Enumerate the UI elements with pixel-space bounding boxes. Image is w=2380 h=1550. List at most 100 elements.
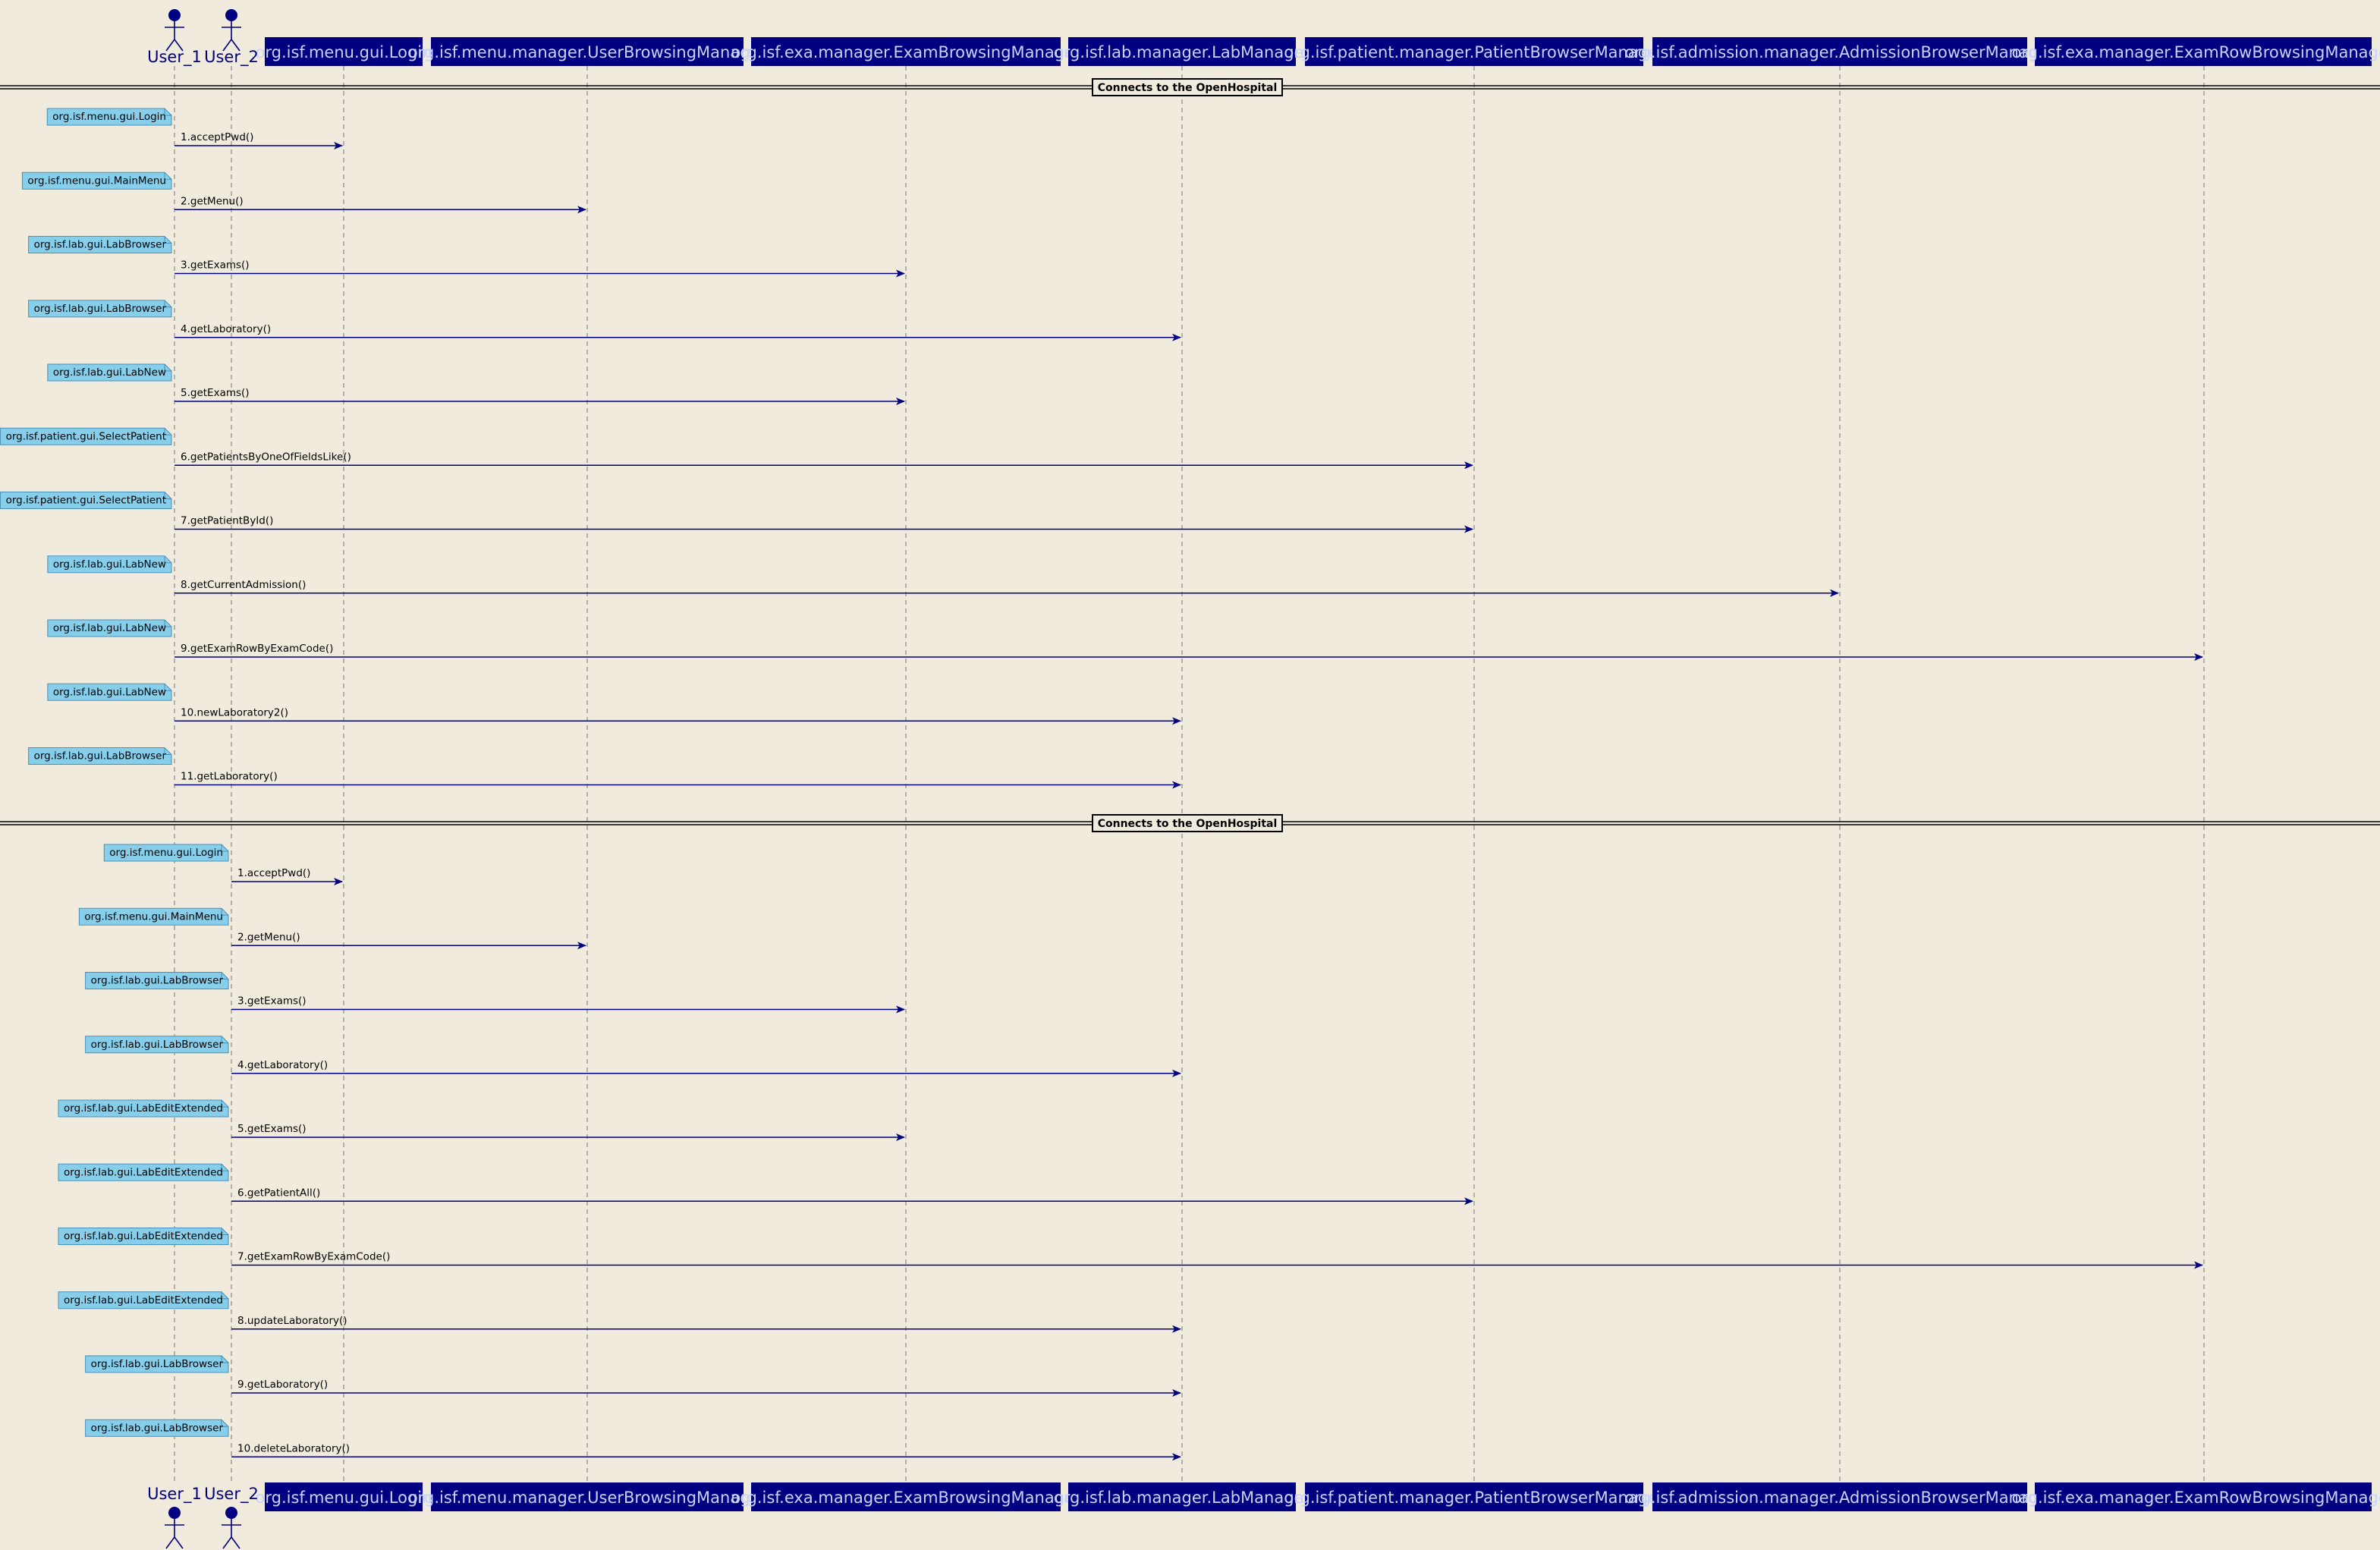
note-text: org.isf.lab.gui.LabBrowser (34, 750, 167, 762)
note-text: org.isf.menu.gui.MainMenu (27, 174, 166, 187)
message-label: 10.deleteLaboratory() (237, 1442, 350, 1454)
note-text: org.isf.lab.gui.LabBrowser (91, 975, 224, 987)
note-box (85, 1419, 229, 1437)
note-box (21, 171, 172, 190)
participant-label: org.isf.exa.manager.ExamBrowsingManager (731, 43, 1081, 61)
actor-body (165, 21, 184, 52)
participant-label: org.isf.menu.manager.UserBrowsingManager (408, 1489, 767, 1507)
participant-box (431, 1482, 744, 1511)
lifelines (174, 66, 2205, 1482)
note-text: org.isf.lab.gui.LabEditExtended (64, 1166, 223, 1178)
message-label: 3.getExams() (181, 259, 250, 272)
participant-label: org.isf.exa.manager.ExamRowBrowsingManag… (2012, 43, 2380, 61)
message-label: 6.getPatientsByOneOfFieldsLike() (181, 451, 351, 463)
message-1-7: org.isf.patient.gui.SelectPatient 7.getPa… (0, 492, 1473, 533)
message-2-3: org.isf.lab.gui.LabBrowser 3.getExams() (85, 972, 905, 1014)
message-label: 4.getLaboratory() (181, 323, 271, 335)
message-label: 5.getExams() (237, 1123, 307, 1135)
actor-u2-bottom: User_2 (204, 1485, 259, 1549)
actor-label: User_2 (204, 1485, 259, 1504)
message-2-8: org.isf.lab.gui.LabEditExtended8.updateL… (58, 1291, 1181, 1333)
participant-box (2035, 37, 2372, 66)
message-label: 4.getLaboratory() (237, 1059, 328, 1071)
actor-head (225, 9, 237, 21)
participant-abm-top: org.isf.admission.manager.AdmissionBrows… (1624, 37, 2055, 66)
note-text: org.isf.lab.gui.LabNew (53, 686, 166, 698)
note-text: org.isf.lab.gui.LabBrowser (91, 1422, 224, 1434)
participant-box (265, 1482, 423, 1511)
participant-ebm-bottom: org.isf.exa.manager.ExamBrowsingManager (731, 1482, 1081, 1511)
note-fold (221, 1291, 228, 1300)
note-text: org.isf.lab.gui.LabEditExtended (64, 1294, 223, 1306)
note-fold (164, 364, 171, 372)
participant-login-bottom: org.isf.menu.gui.Login (256, 1482, 432, 1511)
message-2-7: org.isf.lab.gui.LabEditExtended7.getExam… (58, 1228, 2203, 1269)
note-box (0, 427, 172, 445)
note-box (85, 1355, 229, 1373)
message-label: 2.getMenu() (237, 931, 300, 943)
participant-pbm-top: org.isf.patient.manager.PatientBrowserMa… (1284, 37, 1665, 66)
participant-label: org.isf.exa.manager.ExamBrowsingManager (731, 1489, 1081, 1507)
note-box (58, 1099, 229, 1118)
note-fold (164, 108, 171, 116)
participant-box (1068, 37, 1296, 66)
section-title: Connects to the OpenHospital (1098, 82, 1278, 94)
note-box (58, 1228, 229, 1245)
note-fold (221, 972, 228, 979)
participant-erbm-top: org.isf.exa.manager.ExamRowBrowsingManag… (2012, 37, 2380, 66)
note-fold (164, 747, 171, 755)
message-label: 2.getMenu() (181, 195, 244, 207)
note-text: org.isf.lab.gui.LabBrowser (91, 1358, 224, 1370)
participant-ubm-bottom: org.isf.menu.manager.UserBrowsingManager (408, 1482, 767, 1511)
participant-label: org.isf.menu.gui.Login (256, 43, 432, 61)
participant-box (265, 37, 423, 66)
actor-u2-top: User_2 (204, 9, 259, 67)
participant-pbm-bottom: org.isf.patient.manager.PatientBrowserMa… (1284, 1482, 1665, 1511)
section-2: Connects to the OpenHospital org.isf.menu… (0, 814, 2380, 1461)
actor-label: User_2 (204, 48, 259, 67)
note-box (28, 300, 172, 318)
note-text: org.isf.menu.gui.Login (52, 111, 166, 123)
message-1-9: org.isf.lab.gui.LabNew9.getExamRowByExam… (47, 619, 2203, 661)
note-fold (164, 428, 171, 435)
note-box (85, 972, 229, 989)
participant-box (1305, 1482, 1643, 1511)
participant-box (751, 1482, 1061, 1511)
message-2-5: org.isf.lab.gui.LabEditExtended5.getExam… (58, 1099, 905, 1141)
actor-body (222, 1519, 241, 1549)
message-1-11: org.isf.lab.gui.LabBrowser 11.getLaborato… (28, 747, 1181, 789)
participant-label: org.isf.patient.manager.PatientBrowserMa… (1284, 1489, 1665, 1507)
message-label: 8.getCurrentAdmission() (181, 579, 306, 591)
actor-head (168, 1507, 181, 1519)
note-fold (164, 492, 171, 499)
section-title-box (1092, 814, 1283, 832)
message-label: 3.getExams() (237, 995, 307, 1008)
note-text: org.isf.lab.gui.LabNew (53, 366, 166, 379)
note-fold (221, 1420, 228, 1427)
message-label: 9.getLaboratory() (237, 1379, 328, 1391)
message-label: 11.getLaboratory() (181, 771, 278, 783)
note-box (103, 844, 229, 862)
participant-ubm-top: org.isf.menu.manager.UserBrowsingManager (408, 37, 766, 66)
note-box (47, 555, 172, 574)
participant-label: org.isf.admission.manager.AdmissionBrows… (1624, 43, 2055, 61)
note-box (46, 108, 172, 126)
note-fold (164, 555, 171, 564)
participant-abm-bottom: org.isf.admission.manager.AdmissionBrows… (1624, 1482, 2055, 1511)
note-text: org.isf.lab.gui.LabBrowser (91, 1039, 224, 1051)
note-text: org.isf.lab.gui.LabNew (53, 558, 166, 571)
message-label: 6.getPatientAll() (237, 1187, 320, 1199)
section-title: Connects to the OpenHospital (1098, 818, 1278, 830)
participant-label: org.isf.exa.manager.ExamRowBrowsingManag… (2012, 1489, 2380, 1507)
note-fold (221, 1164, 228, 1171)
message-label: 7.getPatientById() (181, 515, 273, 527)
note-text: org.isf.patient.gui.SelectPatient (6, 495, 166, 507)
participant-ebm-top: org.isf.exa.manager.ExamBrowsingManager (731, 37, 1081, 66)
message-1-10: org.isf.lab.gui.LabNew10.newLaboratory2(… (47, 683, 1181, 725)
message-2-10: org.isf.lab.gui.LabBrowser 10.deleteLabor… (85, 1419, 1181, 1461)
